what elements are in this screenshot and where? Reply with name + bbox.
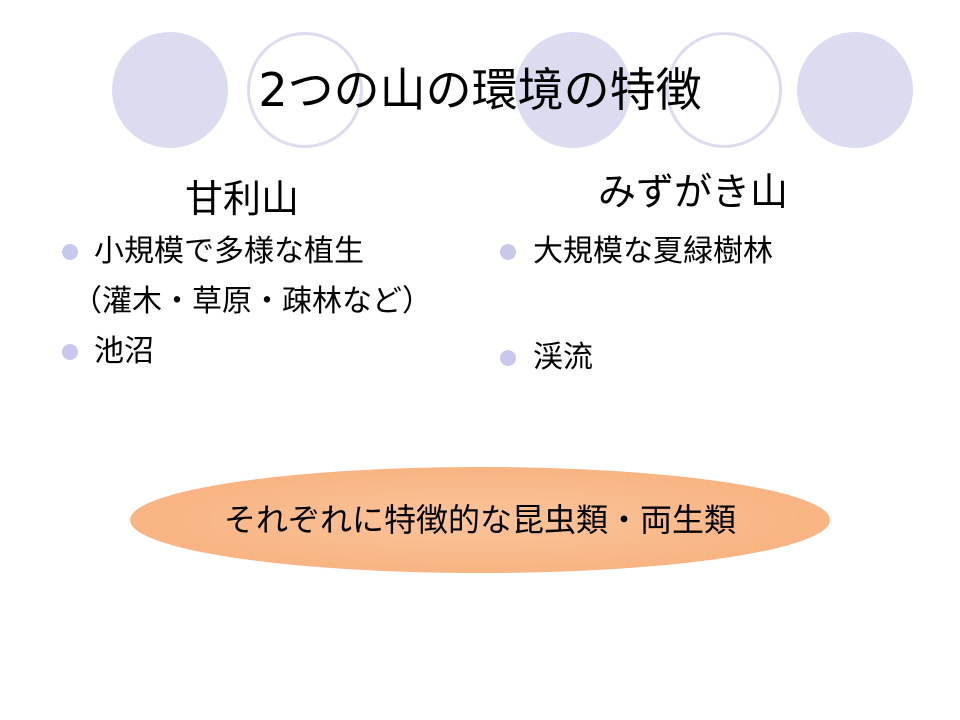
left-item-sub: （灌木・草原・疎林など） (72, 284, 432, 319)
callout-text: それぞれに特徴的な昆虫類・両生類 (223, 501, 736, 539)
left-item: 池沼 (94, 334, 154, 369)
decor-circle-outline (247, 32, 363, 148)
right-item: 大規模な夏緑樹林 (533, 234, 773, 269)
bullet-icon (62, 344, 78, 360)
bullet-icon (500, 350, 516, 366)
decor-circle-filled (112, 32, 228, 148)
callout-oval (130, 467, 830, 573)
slide-title: 2つの山の環境の特徴 (258, 63, 702, 117)
left-item: 小規模で多様な植生 (94, 234, 364, 269)
bullet-icon (62, 244, 78, 260)
left-heading: 甘利山 (185, 177, 300, 221)
bullet-icon (500, 244, 516, 260)
decor-circle-outline (666, 32, 782, 148)
right-item: 渓流 (533, 340, 593, 375)
right-heading: みずがき山 (598, 170, 789, 214)
decor-circle-filled (797, 32, 913, 148)
decor-circle-filled (515, 32, 631, 148)
